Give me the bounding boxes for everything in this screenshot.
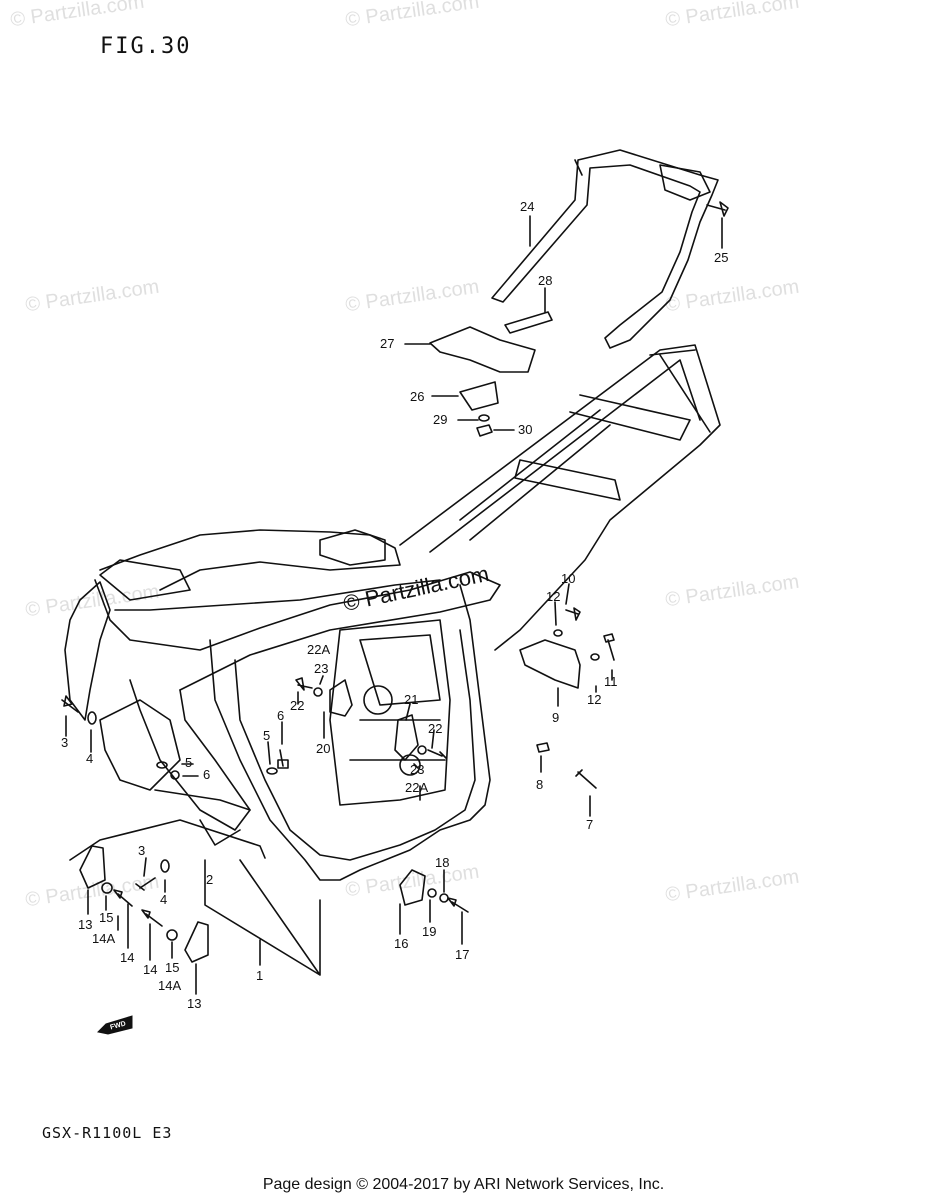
label-17: 17 <box>455 947 469 962</box>
plate-13 <box>184 921 209 963</box>
label-22A: 22A <box>307 642 330 657</box>
label-14: 14 <box>120 950 134 965</box>
label-14A: 14A <box>158 978 181 993</box>
bolt-6 <box>277 749 289 769</box>
bracket-28 <box>504 311 553 334</box>
washer-4 <box>87 711 97 725</box>
label-12: 12 <box>587 692 601 707</box>
page-footer: Page design © 2004-2017 by ARI Network S… <box>262 1176 665 1193</box>
bolt-14 <box>113 889 133 907</box>
plate-20 <box>329 679 353 717</box>
label-21: 21 <box>404 692 418 707</box>
label-28: 28 <box>538 273 552 288</box>
washer-4 <box>160 859 170 873</box>
label-29: 29 <box>433 412 447 427</box>
label-5: 5 <box>185 755 192 770</box>
label-1: 1 <box>256 968 263 983</box>
label-7: 7 <box>586 817 593 832</box>
label-23: 23 <box>410 762 424 777</box>
plate-16 <box>399 869 426 906</box>
label-22: 22 <box>428 721 442 736</box>
label-5: 5 <box>263 728 270 743</box>
label-18: 18 <box>435 855 449 870</box>
washer-19 <box>427 888 437 898</box>
plate-21 <box>394 714 419 761</box>
label-22A: 22A <box>405 780 428 795</box>
bolt-17 <box>447 897 469 913</box>
bracket-9 <box>519 639 581 689</box>
plate-13 <box>79 845 106 889</box>
nut-30 <box>476 424 493 437</box>
label-15: 15 <box>165 960 179 975</box>
bolt-3 <box>61 695 79 713</box>
bolt-22 <box>295 677 313 691</box>
label-3: 3 <box>138 843 145 858</box>
fwd-label: FWD <box>109 1021 126 1032</box>
washer-5 <box>156 761 168 769</box>
label-11: 11 <box>604 674 618 689</box>
seat-rail-24 <box>491 149 719 349</box>
washer-12 <box>590 653 600 661</box>
bolt-14 <box>141 909 163 927</box>
label-13: 13 <box>187 996 201 1011</box>
label-6: 6 <box>203 767 210 782</box>
label-20: 20 <box>316 741 330 756</box>
label-23: 23 <box>314 661 328 676</box>
label-14: 14 <box>143 962 157 977</box>
figure-title: FIG.30 <box>100 34 192 59</box>
model-code: GSX-R1100L E3 <box>42 1124 173 1142</box>
washer-5 <box>266 767 278 775</box>
label-30: 30 <box>518 422 532 437</box>
label-26: 26 <box>410 389 424 404</box>
washer-23 <box>313 687 323 697</box>
label-19: 19 <box>422 924 436 939</box>
washer-18 <box>439 893 449 903</box>
washer-29 <box>478 414 490 422</box>
fwd-arrow-icon: FWD <box>96 1015 133 1035</box>
washer-15 <box>101 882 113 894</box>
nut-8 <box>536 742 550 753</box>
label-6: 6 <box>277 708 284 723</box>
bolt-10 <box>565 607 581 621</box>
label-25: 25 <box>714 250 728 265</box>
label-9: 9 <box>552 710 559 725</box>
bolt-3 <box>135 877 156 891</box>
washer-15 <box>166 929 178 941</box>
bolt-25 <box>706 201 729 217</box>
label-8: 8 <box>536 777 543 792</box>
bolt-7 <box>575 769 597 789</box>
label-4: 4 <box>86 751 93 766</box>
plate-26 <box>459 381 499 411</box>
label-24: 24 <box>520 199 534 214</box>
label-10: 10 <box>561 571 575 586</box>
nut-6 <box>170 770 180 780</box>
label-2: 2 <box>206 872 213 887</box>
label-12: 12 <box>546 589 560 604</box>
bolt-22 <box>427 749 447 759</box>
label-27: 27 <box>380 336 394 351</box>
pad-27 <box>429 326 536 373</box>
main-frame-1 <box>64 344 721 881</box>
label-22: 22 <box>290 698 304 713</box>
label-13: 13 <box>78 917 92 932</box>
bolt-11 <box>603 633 615 661</box>
label-15: 15 <box>99 910 113 925</box>
label-16: 16 <box>394 936 408 951</box>
washer-12 <box>553 629 563 637</box>
washer-23 <box>417 745 427 755</box>
label-4: 4 <box>160 892 167 907</box>
label-3: 3 <box>61 735 68 750</box>
label-14A: 14A <box>92 931 115 946</box>
